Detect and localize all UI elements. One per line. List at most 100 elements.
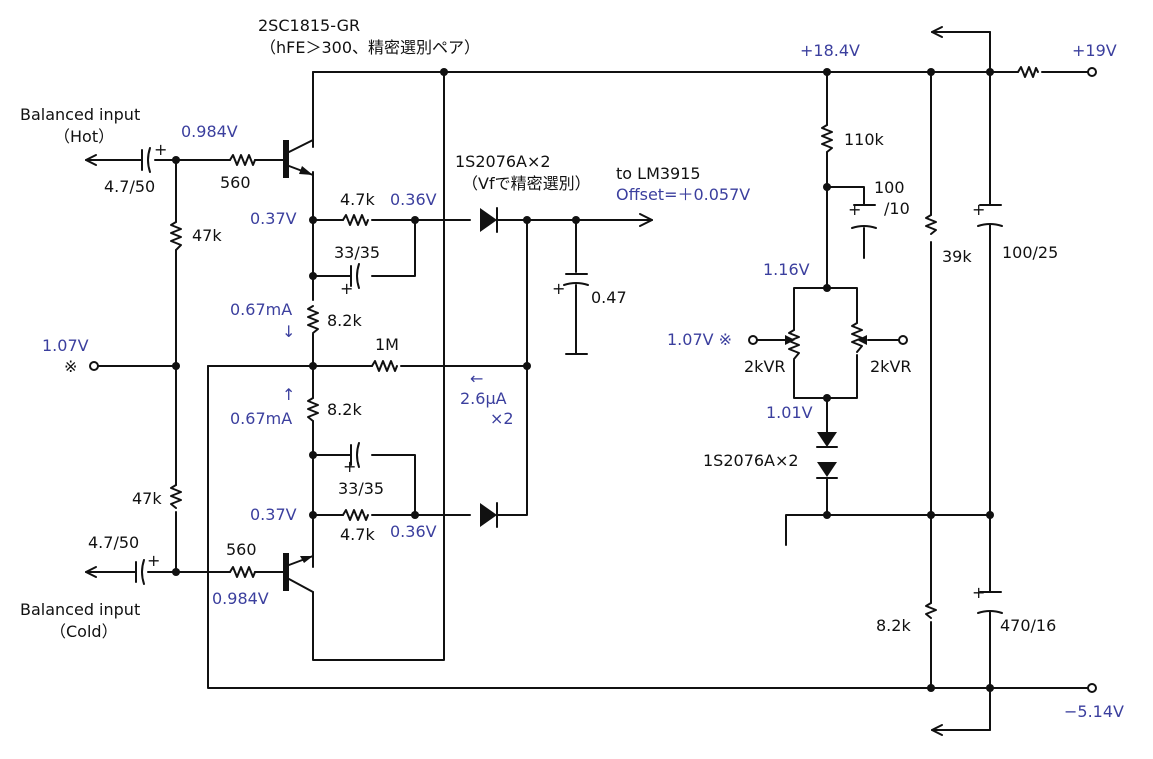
input-hot-label: Balanced input bbox=[20, 105, 140, 124]
c-em-hot-label: 33/35 bbox=[334, 243, 380, 262]
vr-wipers bbox=[785, 335, 867, 345]
diode-ref-1 bbox=[817, 432, 837, 447]
i-bot: 0.67mA bbox=[230, 409, 292, 428]
resistor-r-fb bbox=[371, 360, 398, 372]
diode-cold bbox=[480, 503, 497, 527]
c-470-16-label: 470/16 bbox=[1000, 616, 1056, 635]
r-bias-top-label: 47k bbox=[192, 226, 222, 245]
resistor-r-bias-bot bbox=[170, 484, 182, 509]
polarity-marks: + + + + + + + + bbox=[147, 140, 985, 602]
input-cold-arrow bbox=[85, 566, 97, 578]
resistor-r-110k bbox=[821, 124, 833, 153]
r-39k-label: 39k bbox=[942, 247, 972, 266]
r-em-hot-label: 4.7k bbox=[340, 190, 375, 209]
i-fb-mult: ×2 bbox=[490, 409, 514, 428]
transistor-q1 bbox=[283, 139, 314, 178]
vr-left-label: 2kVR bbox=[744, 357, 786, 376]
input-cold-label: Balanced input bbox=[20, 600, 140, 619]
i-fb-arrow: ← bbox=[470, 369, 483, 388]
component-labels: 2SC1815-GR （hFE＞300、精密選別ペア） Balanced inp… bbox=[20, 16, 1058, 641]
v-ref-vr: 1.07V ※ bbox=[667, 330, 732, 349]
c-div-1-label: 100 bbox=[874, 178, 905, 197]
r-tail-bot-label: 8.2k bbox=[327, 400, 362, 419]
r-8k2-neg-label: 8.2k bbox=[876, 616, 911, 635]
v-out-hot: 0.36V bbox=[390, 190, 437, 209]
transistor-q2 bbox=[283, 553, 314, 593]
ref-diodes-label: 1S2076A×2 bbox=[703, 451, 799, 470]
capacitor-c-em-hot bbox=[350, 263, 360, 289]
capacitor-c-470-16 bbox=[977, 591, 1003, 614]
resistor-r-8k2-neg bbox=[925, 602, 937, 619]
supply-arrow-top bbox=[931, 26, 943, 38]
terminal-ref-in bbox=[89, 361, 99, 371]
i-top: 0.67mA bbox=[230, 300, 292, 319]
output-arrow bbox=[639, 213, 653, 227]
v-vr-top: 1.16V bbox=[763, 260, 810, 279]
capacitor-c-in-cold bbox=[135, 559, 145, 585]
capacitor-c-in-hot bbox=[141, 147, 151, 173]
c-em-cold-label: 33/35 bbox=[338, 479, 384, 498]
v-supply-pos: +18.4V bbox=[800, 41, 860, 60]
output-to-label: to LM3915 bbox=[616, 164, 701, 183]
junctions bbox=[172, 68, 994, 692]
diodes-label: 1S2076A×2 bbox=[455, 152, 551, 171]
c-in-hot-label: 4.7/50 bbox=[104, 177, 155, 196]
capacitor-c-100-25 bbox=[977, 204, 1003, 227]
capacitor-c-out bbox=[563, 273, 589, 286]
i-bot-arrow: ↑ bbox=[282, 385, 295, 404]
c-div-2-label: /10 bbox=[884, 199, 910, 218]
input-cold-sub-label: （Cold） bbox=[50, 622, 118, 641]
plus-c-em-hot: + bbox=[340, 279, 353, 298]
r-em-cold-label: 4.7k bbox=[340, 525, 375, 544]
measured-values: 0.984V 0.984V 0.37V 0.37V 0.36V 0.36V 0.… bbox=[42, 41, 1124, 721]
resistor-r-em-hot bbox=[342, 214, 369, 226]
plus-c-in-hot: + bbox=[154, 140, 167, 159]
r-fb-label: 1M bbox=[375, 335, 399, 354]
r-base-hot-label: 560 bbox=[220, 173, 251, 192]
c-out-label: 0.47 bbox=[591, 288, 627, 307]
resistor-r-tail-top bbox=[307, 305, 319, 334]
output-offset: Offset=＋0.057V bbox=[616, 185, 750, 204]
v-em-hot: 0.37V bbox=[250, 209, 297, 228]
plus-c-in-cold: + bbox=[147, 551, 160, 570]
diode-ref-2 bbox=[817, 462, 837, 477]
terminal-ref-vr-right bbox=[898, 335, 908, 345]
i-top-arrow: ↓ bbox=[282, 322, 295, 341]
input-hot-sub-label: （Hot） bbox=[54, 127, 114, 146]
diodes bbox=[480, 207, 838, 528]
v-base-cold: 0.984V bbox=[212, 589, 269, 608]
v-vr-bot: 1.01V bbox=[766, 403, 813, 422]
transistor-note-label: （hFE＞300、精密選別ペア） bbox=[260, 38, 480, 57]
plus-c-em-cold: + bbox=[343, 457, 356, 476]
resistor-vr-left bbox=[788, 329, 800, 360]
capacitor-c-em-cold bbox=[350, 442, 360, 468]
r-base-cold-label: 560 bbox=[226, 540, 257, 559]
resistors bbox=[170, 66, 1039, 619]
i-fb: 2.6μA bbox=[460, 389, 507, 408]
supply-arrow-bottom bbox=[931, 724, 943, 736]
transistor-part-label: 2SC1815-GR bbox=[258, 16, 360, 35]
v-base-hot: 0.984V bbox=[181, 122, 238, 141]
resistor-r-em-cold bbox=[342, 509, 369, 521]
v-out-cold: 0.36V bbox=[390, 522, 437, 541]
plus-c-out: + bbox=[552, 279, 565, 298]
r-110k-label: 110k bbox=[844, 130, 885, 149]
plus-c-470-16: + bbox=[972, 583, 985, 602]
terminal-ref-vr-left bbox=[748, 335, 758, 345]
resistor-r-tail-bot bbox=[307, 397, 319, 422]
terminal-supply-neg bbox=[1087, 683, 1097, 693]
diodes-note-label: （Vfで精密選別） bbox=[462, 174, 591, 193]
r-bias-bot-label: 47k bbox=[132, 489, 162, 508]
diode-hot bbox=[480, 208, 497, 232]
resistor-r-base-cold bbox=[229, 566, 256, 578]
resistor-r-bias-top bbox=[170, 221, 182, 251]
capacitor-c-div bbox=[851, 204, 877, 229]
ref-mark: ※ bbox=[64, 357, 77, 376]
terminals bbox=[85, 26, 1097, 736]
v-supply-neg: −5.14V bbox=[1064, 702, 1124, 721]
plus-c-div: + bbox=[848, 200, 861, 219]
c-100-25-label: 100/25 bbox=[1002, 243, 1058, 262]
input-hot-arrow bbox=[85, 154, 101, 166]
v-em-cold: 0.37V bbox=[250, 505, 297, 524]
